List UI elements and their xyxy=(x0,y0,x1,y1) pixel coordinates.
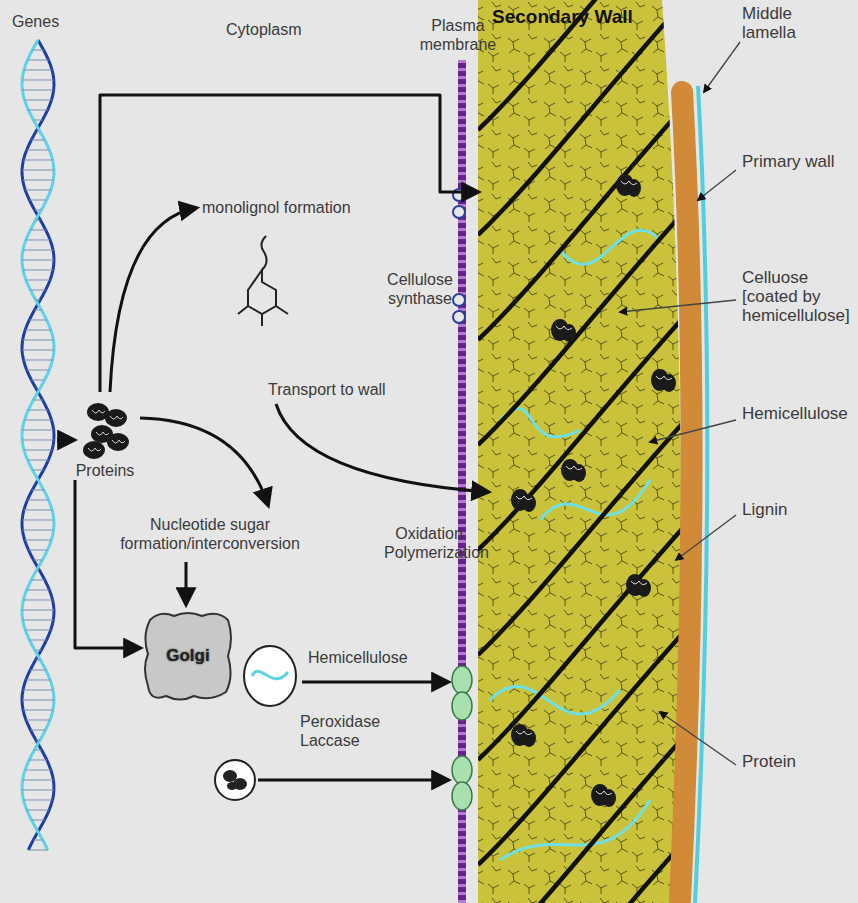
part-label: Lignin xyxy=(742,500,787,519)
flow-arrow xyxy=(100,95,478,392)
protein-symbol xyxy=(60,392,150,462)
part-label: Protein xyxy=(742,752,796,771)
protein-icon: Proteins xyxy=(60,392,150,480)
process-label: Oxidation Polymerization xyxy=(384,524,474,562)
band-heading: Secondary Wall xyxy=(478,0,668,28)
golgi-body: Golgi xyxy=(140,608,236,704)
secondary-wall-band: Secondary Wall xyxy=(478,0,668,903)
part-label: Middle lamella xyxy=(742,4,832,42)
part-label: Primary wall xyxy=(742,152,838,171)
part-label: Celluose [coated by hemicellulose] xyxy=(742,268,854,325)
node-label: Proteins xyxy=(60,462,150,480)
flow-arrow xyxy=(75,480,140,648)
part-label: Hemicellulose xyxy=(742,404,848,423)
process-label: Genes xyxy=(12,12,59,31)
process-label: monolignol formation xyxy=(202,198,351,217)
process-label: Plasma membrane xyxy=(418,16,498,54)
process-label: Cytoplasm xyxy=(226,20,302,39)
process-label: Cellulose synthase xyxy=(380,270,460,308)
process-label: Nucleotide sugar formation/interconversi… xyxy=(90,515,330,553)
process-label: Transport to wall xyxy=(268,380,386,399)
node-label: Golgi xyxy=(166,646,209,666)
process-label: Peroxidase Laccase xyxy=(300,712,390,750)
process-label: Hemicellulose xyxy=(308,648,408,667)
